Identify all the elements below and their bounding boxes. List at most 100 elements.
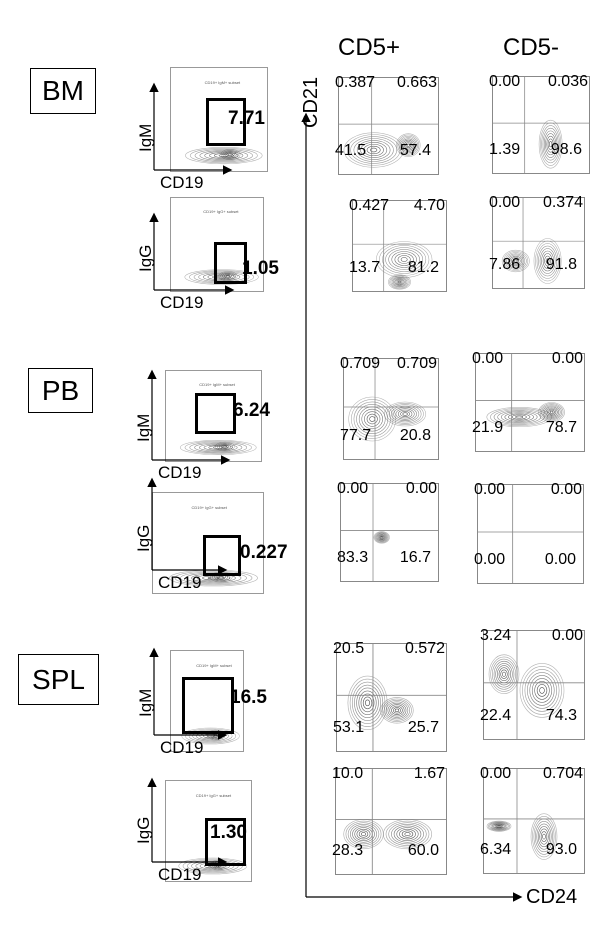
quadrant-q1-value: 0.00 xyxy=(480,765,512,782)
quadrant-q2-value: 0.00 xyxy=(551,350,583,367)
quadrant-plot xyxy=(483,768,585,874)
contour-plot xyxy=(493,77,589,173)
gate-percentage: 1.05 xyxy=(242,258,279,279)
quadrant-q2-value: 0.00 xyxy=(405,480,437,497)
gate-percentage: 6.24 xyxy=(233,400,270,421)
x-axis-label: CD19 xyxy=(158,573,202,592)
quadrant-q2-value: 0.704 xyxy=(542,765,583,782)
contour-plot xyxy=(179,440,257,455)
quadrant-q3-value: 91.8 xyxy=(545,256,577,273)
quadrant-plot xyxy=(475,353,585,452)
quadrant-q3-value: 20.8 xyxy=(399,427,431,444)
gate-box xyxy=(214,242,247,284)
quadrant-q1-value: 0.709 xyxy=(340,355,381,372)
quadrant-q2-value: 0.663 xyxy=(396,74,437,91)
quadrant-q4-value: 22.4 xyxy=(480,707,512,724)
quadrant-q4-value: 7.86 xyxy=(489,256,521,273)
quadrant-q4-value: 83.3 xyxy=(337,549,369,566)
quadrant-q1-value: 0.00 xyxy=(337,480,369,497)
x-axis-label-cd24: CD24 xyxy=(526,886,578,908)
gating-plot: CD19+ IgM+ subset xyxy=(170,67,268,172)
y-axis-label: IgM xyxy=(136,123,155,152)
quadrant-q3-value: 25.7 xyxy=(407,719,439,736)
quadrant-plot xyxy=(340,483,439,582)
quadrant-q4-value: 77.7 xyxy=(340,427,372,444)
contour-plot xyxy=(339,78,438,174)
contour-plot xyxy=(341,484,438,581)
x-axis-label: CD19 xyxy=(160,293,204,312)
quadrant-q4-value: 53.1 xyxy=(333,719,365,736)
gating-plot: CD19+ IgG+ subset xyxy=(152,492,264,594)
quadrant-q4-value: 41.5 xyxy=(335,142,367,159)
x-axis-label: CD19 xyxy=(160,173,204,192)
contour-plot xyxy=(484,769,584,873)
quadrant-q1-value: 3.24 xyxy=(480,627,512,644)
tissue-label-spl: SPL xyxy=(18,654,99,705)
header-cd5-negative: CD5- xyxy=(503,34,560,61)
quadrant-q2-value: 0.036 xyxy=(547,73,588,90)
gate-percentage: 7.71 xyxy=(228,108,265,129)
contour-plot xyxy=(336,769,446,874)
quadrant-q3-value: 78.7 xyxy=(545,419,577,436)
quadrant-plot xyxy=(338,77,439,175)
gate-box xyxy=(195,393,236,434)
x-axis-label: CD19 xyxy=(158,463,202,482)
header-cd5-positive: CD5+ xyxy=(338,34,401,61)
x-axis-label: CD19 xyxy=(160,738,204,757)
gate-percentage: 0.227 xyxy=(240,542,288,563)
gating-plot: CD19+ IgM+ subset xyxy=(165,370,262,462)
quadrant-q4-value: 21.9 xyxy=(472,419,504,436)
quadrant-plot xyxy=(492,197,585,289)
gate-title: CD19+ IgM+ subset xyxy=(199,381,235,387)
gate-title: CD19+ IgM+ subset xyxy=(204,80,241,86)
quadrant-q4-value: 28.3 xyxy=(332,842,364,859)
gate-box xyxy=(203,535,241,576)
quadrant-q3-value: 81.2 xyxy=(407,259,439,276)
y-axis-label: IgM xyxy=(134,413,153,442)
quadrant-q1-value: 0.00 xyxy=(474,481,506,498)
x-axis-label: CD19 xyxy=(158,865,202,884)
quadrant-plot xyxy=(492,76,590,174)
quadrant-q3-value: 98.6 xyxy=(550,141,582,158)
quadrant-plot xyxy=(343,358,439,460)
y-axis-label: IgG xyxy=(136,244,155,272)
y-axis-label: IgM xyxy=(136,688,155,717)
tissue-label-bm: BM xyxy=(30,68,96,114)
quadrant-q3-value: 57.4 xyxy=(399,142,431,159)
contour-plot xyxy=(337,644,446,751)
contour-plot xyxy=(181,727,240,745)
gate-title: CD19+ IgG+ subset xyxy=(191,505,227,510)
contour-plot xyxy=(484,631,584,739)
quadrant-q1-value: 0.387 xyxy=(335,74,376,91)
quadrant-plot xyxy=(483,630,585,740)
gate-title: CD19+ IgG+ subset xyxy=(195,793,232,798)
quadrant-plot xyxy=(352,200,447,292)
quadrant-q2-value: 0.00 xyxy=(551,627,583,644)
y-axis-label: IgG xyxy=(134,524,153,552)
quadrant-plot xyxy=(477,484,584,584)
gate-percentage: 1.30 xyxy=(210,822,247,843)
gate-percentage: 16.5 xyxy=(230,687,267,708)
tissue-label-pb: PB xyxy=(28,368,93,413)
gate-title: CD19+ IgG+ subset xyxy=(203,209,239,215)
quadrant-q3-value: 16.7 xyxy=(399,549,431,566)
quadrant-q3-value: 60.0 xyxy=(407,842,439,859)
quadrant-q2-value: 0.709 xyxy=(396,355,437,372)
quadrant-q1-value: 0.00 xyxy=(489,73,521,90)
contour-plot xyxy=(476,354,584,451)
quadrant-q1-value: 0.00 xyxy=(472,350,504,367)
contour-plot xyxy=(353,201,446,291)
quadrant-q4-value: 1.39 xyxy=(489,141,521,158)
y-axis-label-cd21: CD21 xyxy=(300,76,322,128)
quadrant-q1-value: 20.5 xyxy=(333,640,365,657)
contour-plot xyxy=(185,147,263,165)
y-axis-label: IgG xyxy=(134,816,153,844)
contour-plot xyxy=(493,198,584,288)
quadrant-q3-value: 93.0 xyxy=(545,841,577,858)
quadrant-q3-value: 0.00 xyxy=(544,551,576,568)
contour-plot xyxy=(478,485,583,583)
quadrant-q4-value: 6.34 xyxy=(480,841,512,858)
quadrant-q2-value: 0.374 xyxy=(542,194,583,211)
contour-plot xyxy=(344,359,438,459)
quadrant-q2-value: 1.67 xyxy=(413,765,445,782)
